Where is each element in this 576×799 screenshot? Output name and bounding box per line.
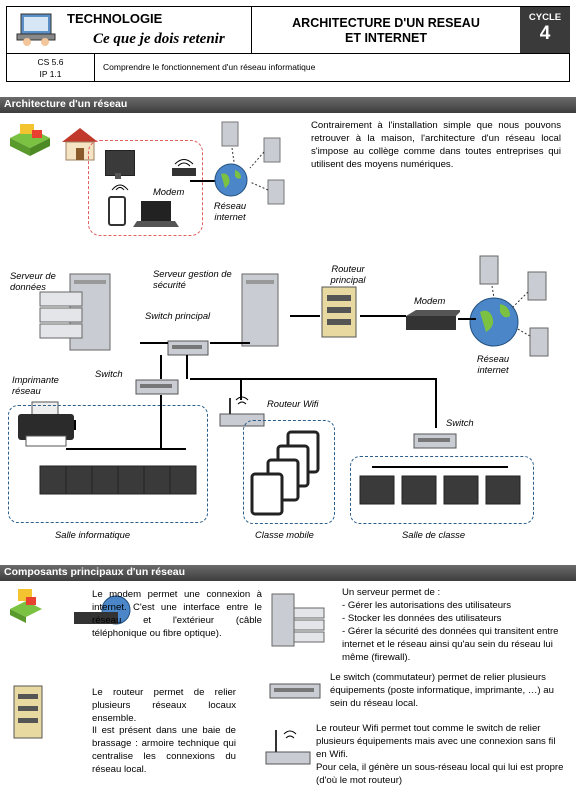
security-server-label: Serveur gestion de sécurité [153,268,232,290]
left-switch-label: Switch [95,368,123,379]
objective-text: Comprendre le fonctionnement d'un réseau… [103,62,316,72]
home-internet-label: Réseau internet [213,200,247,222]
classroom-label: Salle de classe [402,529,466,540]
header-title: ARCHITECTURE D'UN RESEAU ET INTERNET [252,7,520,53]
right-switch-icon [413,433,457,449]
right-switch-label: Switch [446,417,474,428]
home-network-area [88,140,203,236]
home-devices-icon [108,196,179,227]
router-text-2: Il est présent dans une baie de brassage… [92,725,236,775]
server-block: Un serveur permet de : - Gérer les autor… [342,586,564,664]
cycle-number: 4 [539,23,551,44]
section-architecture-title: Architecture d'un réseau [0,97,576,113]
router-text-1: Le routeur permet de relier plusieurs ré… [92,687,236,724]
header: TECHNOLOGIE Ce que je dois retenir ARCHI… [6,6,570,54]
left-switch-icon [135,379,179,395]
main-switch-label: Switch principal [145,310,211,321]
printer-label: Imprimante réseau [12,374,59,396]
cycle-box: CYCLE 4 [520,7,570,53]
title-line2: ET INTERNET [345,31,427,45]
wifi-router-icon [219,396,265,427]
subtitle: Ce que je dois retenir [93,31,225,47]
cycle-label: CYCLE [528,12,562,23]
computer-room-label: Salle informatique [55,529,131,540]
section-components-title: Composants principaux d'un réseau [0,565,576,581]
wifi-waves-icon [111,184,129,191]
modem-icon [172,159,196,176]
main-switch-icon [167,340,209,356]
switch-text: Le switch (commutateur) permet de relier… [330,672,554,709]
codes: CS 5.6 IP 1.1 [7,54,95,81]
lego-small-icon [10,589,42,623]
code-cs: CS 5.6 [37,57,64,67]
house-icon [62,128,98,161]
internet-cloud-icon [469,255,549,357]
laptop-hands-icon [16,13,56,46]
tablets-icon [250,430,320,516]
server-title: Un serveur permet de : [342,587,441,598]
internet-globe-icon [214,163,248,197]
wifi-text-1: Le routeur Wifi permet tout comme le swi… [316,723,556,760]
home-modem-label: Modem [153,186,185,197]
computer-room-area [8,405,208,523]
classroom-area [350,456,534,524]
data-server-icon [39,273,111,351]
router-rack-small-icon [13,685,43,739]
router-rack-icon [321,286,357,338]
header-left: TECHNOLOGIE Ce que je dois retenir [7,7,252,53]
home-monitor-icon [105,150,135,179]
security-server-icon [241,273,279,347]
modem-text: Le modem permet une connexion à internet… [92,589,262,639]
classroom-monitors [359,475,521,505]
cloud-servers-icon [221,121,285,205]
objective-row: CS 5.6 IP 1.1 Comprendre le fonctionneme… [6,54,570,82]
mobile-class-label: Classe mobile [255,529,314,540]
main-modem-icon [406,310,460,330]
intro-text: Contrairement à l'installation simple qu… [311,120,561,170]
modem-globe-icon [74,595,131,625]
server-item: - Gérer les autorisations des utilisateu… [342,600,512,611]
wifi-text-2: Pour cela, il génère un sous-réseau loca… [316,762,564,786]
main-internet-label: Réseau internet [476,353,510,375]
switch-small-icon [269,683,321,699]
server-item: - Gérer la sécurité des données qui tran… [342,626,559,663]
lego-icon [10,124,50,156]
main-modem-label: Modem [414,295,446,306]
wifi-router-label: Routeur Wifi [267,398,319,409]
technologie-title: TECHNOLOGIE [67,11,163,26]
server-stack-icon [271,593,325,647]
wifi-block: Le routeur Wifi permet tout comme le swi… [316,722,564,787]
data-server-label: Serveur de données [10,270,56,292]
router-label: Routeur principal [330,263,366,285]
computer-room-monitors [39,465,197,495]
mobile-class-area [243,420,335,524]
server-item: - Stocker les données des utilisateurs [342,613,502,624]
title-line1: ARCHITECTURE D'UN RESEAU [292,16,480,30]
wifi-router-small-icon [265,730,311,765]
code-ip: IP 1.1 [39,69,62,79]
